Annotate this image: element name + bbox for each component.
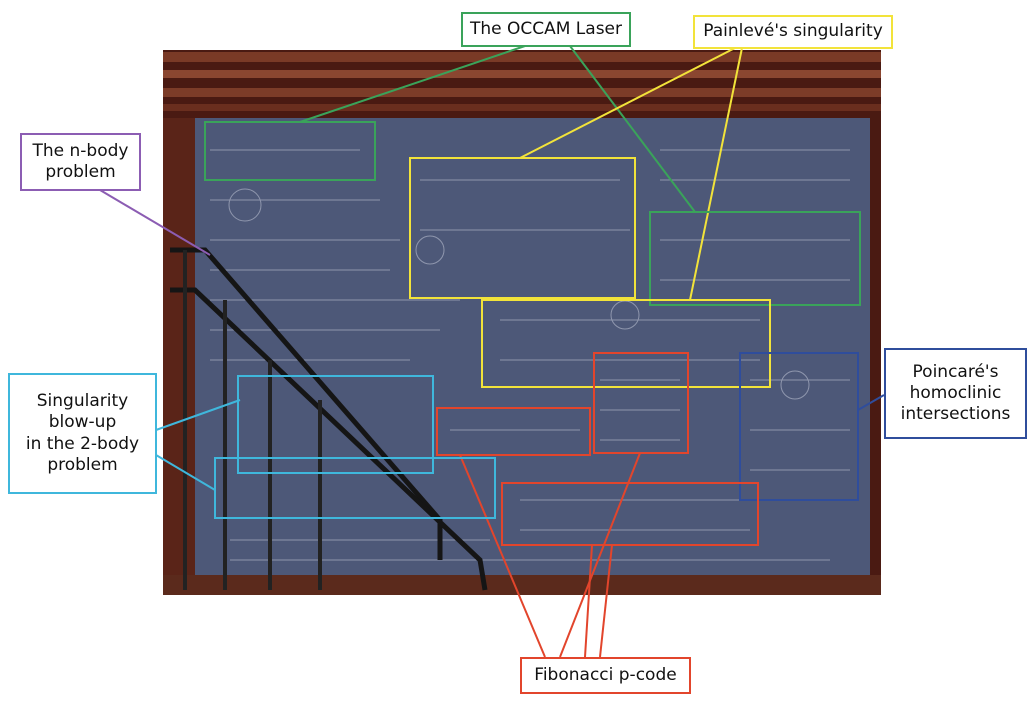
fibonacci-box-2 [436,407,591,456]
poincare-label: Poincaré's homoclinic intersections [884,348,1027,439]
occam-box-2 [649,211,861,306]
painleve-label: Painlevé's singularity [693,15,893,49]
painleve-box-1 [409,157,636,299]
singularity-box-1 [237,375,434,474]
photo [163,50,881,595]
fibonacci-label: Fibonacci p-code [520,657,691,694]
occam-laser-label: The OCCAM Laser [461,12,631,47]
occam-box-1 [204,121,376,181]
painleve-box-2 [481,299,771,388]
highlight-boxes [204,121,861,546]
leader-lines [99,45,885,658]
n-body-label: The n-body problem [20,133,141,191]
blackboard [195,118,870,583]
fibonacci-box-3 [501,482,759,546]
singularity-box-2 [214,457,496,519]
singularity-label: Singularity blow-up in the 2-body proble… [8,373,157,494]
poincare-box [739,352,859,501]
fibonacci-box-1 [593,352,689,454]
